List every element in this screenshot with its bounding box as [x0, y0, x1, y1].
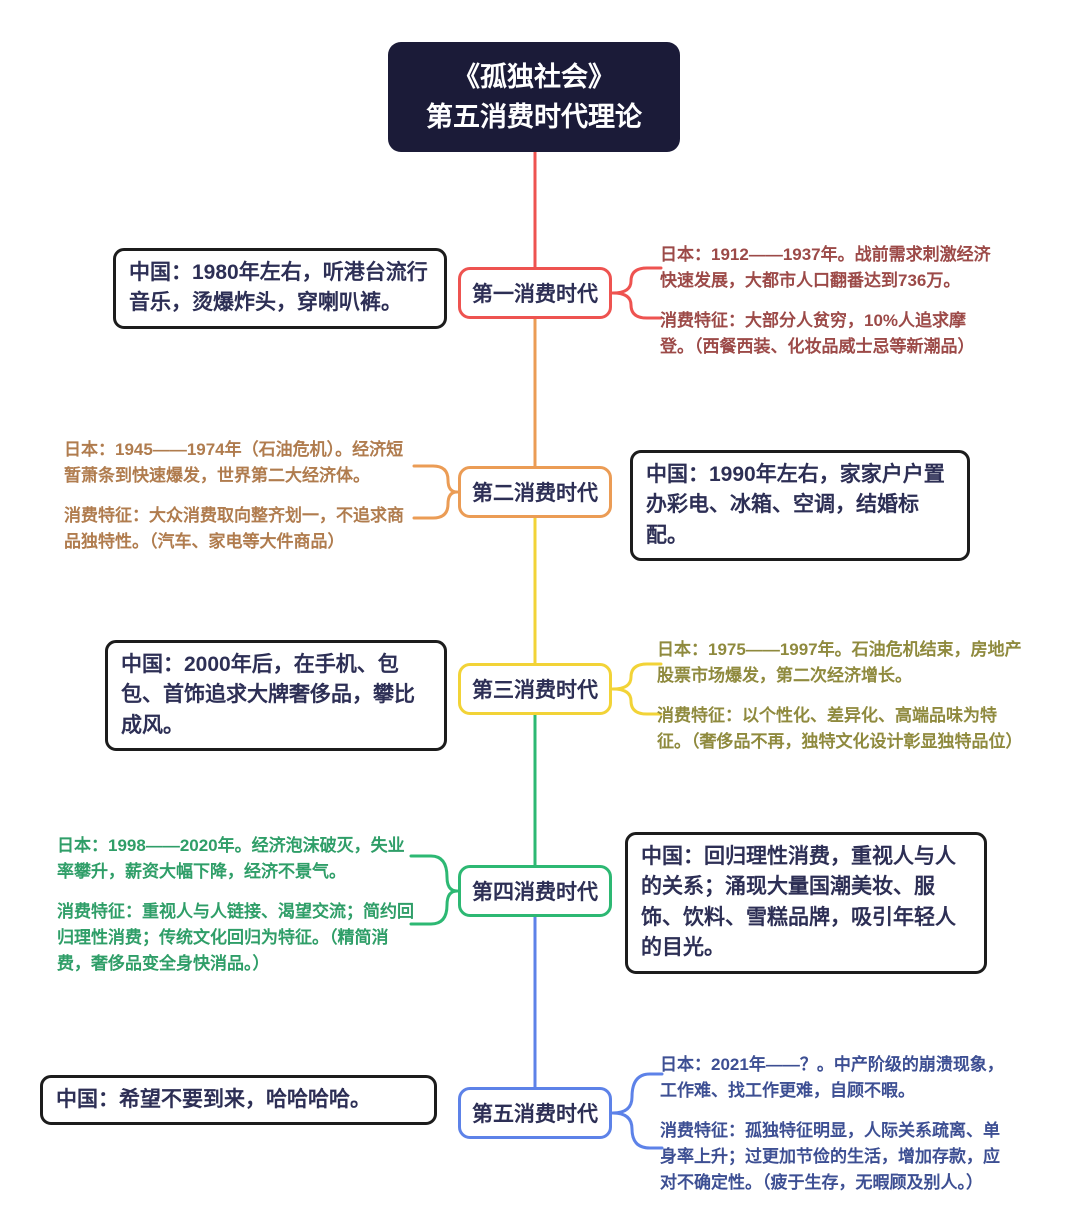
japan-history-era5: 日本：2021年——？。中产阶级的崩溃现象，工作难、找工作更难，自顾不暇。 — [660, 1055, 1004, 1101]
root-title-line2: 第五消费时代理论 — [426, 102, 642, 132]
japan-feature-era1: 消费特征：大部分人贫穷，10%人追求摩登。（西餐西装、化妆品威士忌等新潮品） — [660, 310, 975, 357]
bracket-era4-top — [409, 854, 459, 893]
japan-feature-era4: 消费特征：重视人与人链接、渴望交流；简约回归理性消费；传统文化回归为特征。（精简… — [57, 901, 414, 974]
japan-notes-era3: 日本：1975——1997年。石油危机结束，房地产股票市场爆发，第二次经济增长。… — [657, 637, 1029, 755]
china-note-era5: 中国：希望不要到来，哈哈哈哈。 — [40, 1075, 437, 1126]
china-note-era4: 中国：回归理性消费，重视人与人的关系；涌现大量国潮美妆、服饰、饮料、雪糕品牌，吸… — [625, 832, 987, 974]
japan-feature-era3: 消费特征：以个性化、差异化、高端品味为特征。（奢侈品不再，独特文化设计彰显独特品… — [657, 705, 1023, 752]
japan-history-era1: 日本：1912——1937年。战前需求刺激经济快速发展，大都市人口翻番达到736… — [660, 245, 991, 291]
root-title: 《孤独社会》 第五消费时代理论 — [388, 42, 680, 152]
japan-feature-era2: 消费特征：大众消费取向整齐划一，不追求商品独特性。（汽车、家电等大件商品） — [64, 505, 404, 552]
bracket-era2-bottom — [412, 490, 459, 520]
era-node-2: 第二消费时代 — [458, 466, 612, 518]
era-node-5: 第五消费时代 — [458, 1087, 612, 1139]
japan-notes-era4: 日本：1998——2020年。经济泡沫破灭，失业率攀升，薪资大幅下降，经济不景气… — [57, 833, 415, 978]
bracket-era3-bottom — [611, 687, 663, 716]
japan-feature-era5: 消费特征：孤独特征明显，人际关系疏离、单身率上升；过更加节俭的生活，增加存款，应… — [660, 1120, 1000, 1193]
japan-notes-era2: 日本：1945——1974年（石油危机）。经济短暂萧条到快速爆发，世界第二大经济… — [64, 437, 416, 555]
era-node-4: 第四消费时代 — [458, 865, 612, 917]
japan-notes-era1: 日本：1912——1937年。战前需求刺激经济快速发展，大都市人口翻番达到736… — [660, 242, 993, 360]
china-note-era1: 中国：1980年左右，听港台流行音乐，烫爆炸头，穿喇叭裤。 — [113, 248, 447, 329]
japan-notes-era5: 日本：2021年——？。中产阶级的崩溃现象，工作难、找工作更难，自顾不暇。 消费… — [660, 1052, 1004, 1197]
bracket-era4-bottom — [409, 889, 459, 926]
china-note-era2: 中国：1990年左右，家家户户置办彩电、冰箱、空调，结婚标配。 — [630, 450, 970, 562]
bracket-era1-bottom — [611, 291, 663, 320]
era-node-1: 第一消费时代 — [458, 267, 612, 319]
japan-history-era4: 日本：1998——2020年。经济泡沫破灭，失业率攀升，薪资大幅下降，经济不景气… — [57, 836, 405, 882]
bracket-era5-top — [611, 1072, 664, 1115]
japan-history-era2: 日本：1945——1974年（石油危机）。经济短暂萧条到快速爆发，世界第二大经济… — [64, 440, 404, 486]
bracket-era3-top — [611, 662, 663, 691]
bracket-era5-bottom — [611, 1111, 664, 1150]
china-note-era3: 中国：2000年后，在手机、包包、首饰追求大牌奢侈品，攀比成风。 — [105, 640, 447, 752]
era-node-3: 第三消费时代 — [458, 663, 612, 715]
bracket-era1-top — [611, 266, 663, 295]
bracket-era2-top — [412, 464, 459, 494]
japan-history-era3: 日本：1975——1997年。石油危机结束，房地产股票市场爆发，第二次经济增长。 — [657, 640, 1022, 686]
root-title-line1: 《孤独社会》 — [453, 61, 615, 92]
